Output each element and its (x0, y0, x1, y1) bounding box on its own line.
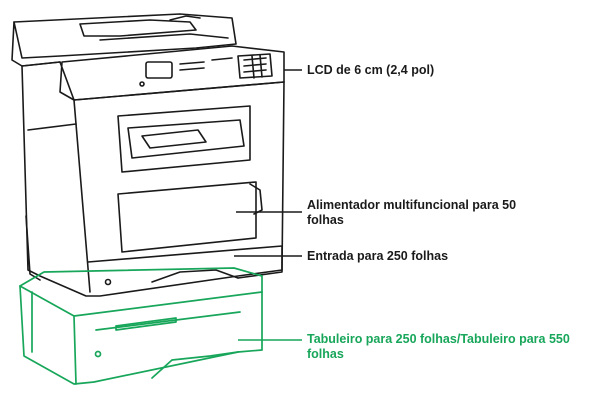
leader-lines (234, 69, 302, 341)
optional-tray (19, 267, 263, 385)
lcd-label: LCD de 6 cm (2,4 pol) (307, 63, 435, 77)
tray-label: Tabuleiro para 250 folhas/Tabuleiro para… (307, 332, 570, 361)
input-label: Entrada para 250 folhas (307, 249, 449, 263)
adf-scanner-lid (11, 13, 237, 67)
feeder-label: Alimentador multifuncional para 50 folha… (307, 198, 517, 227)
printer-body (21, 61, 285, 297)
